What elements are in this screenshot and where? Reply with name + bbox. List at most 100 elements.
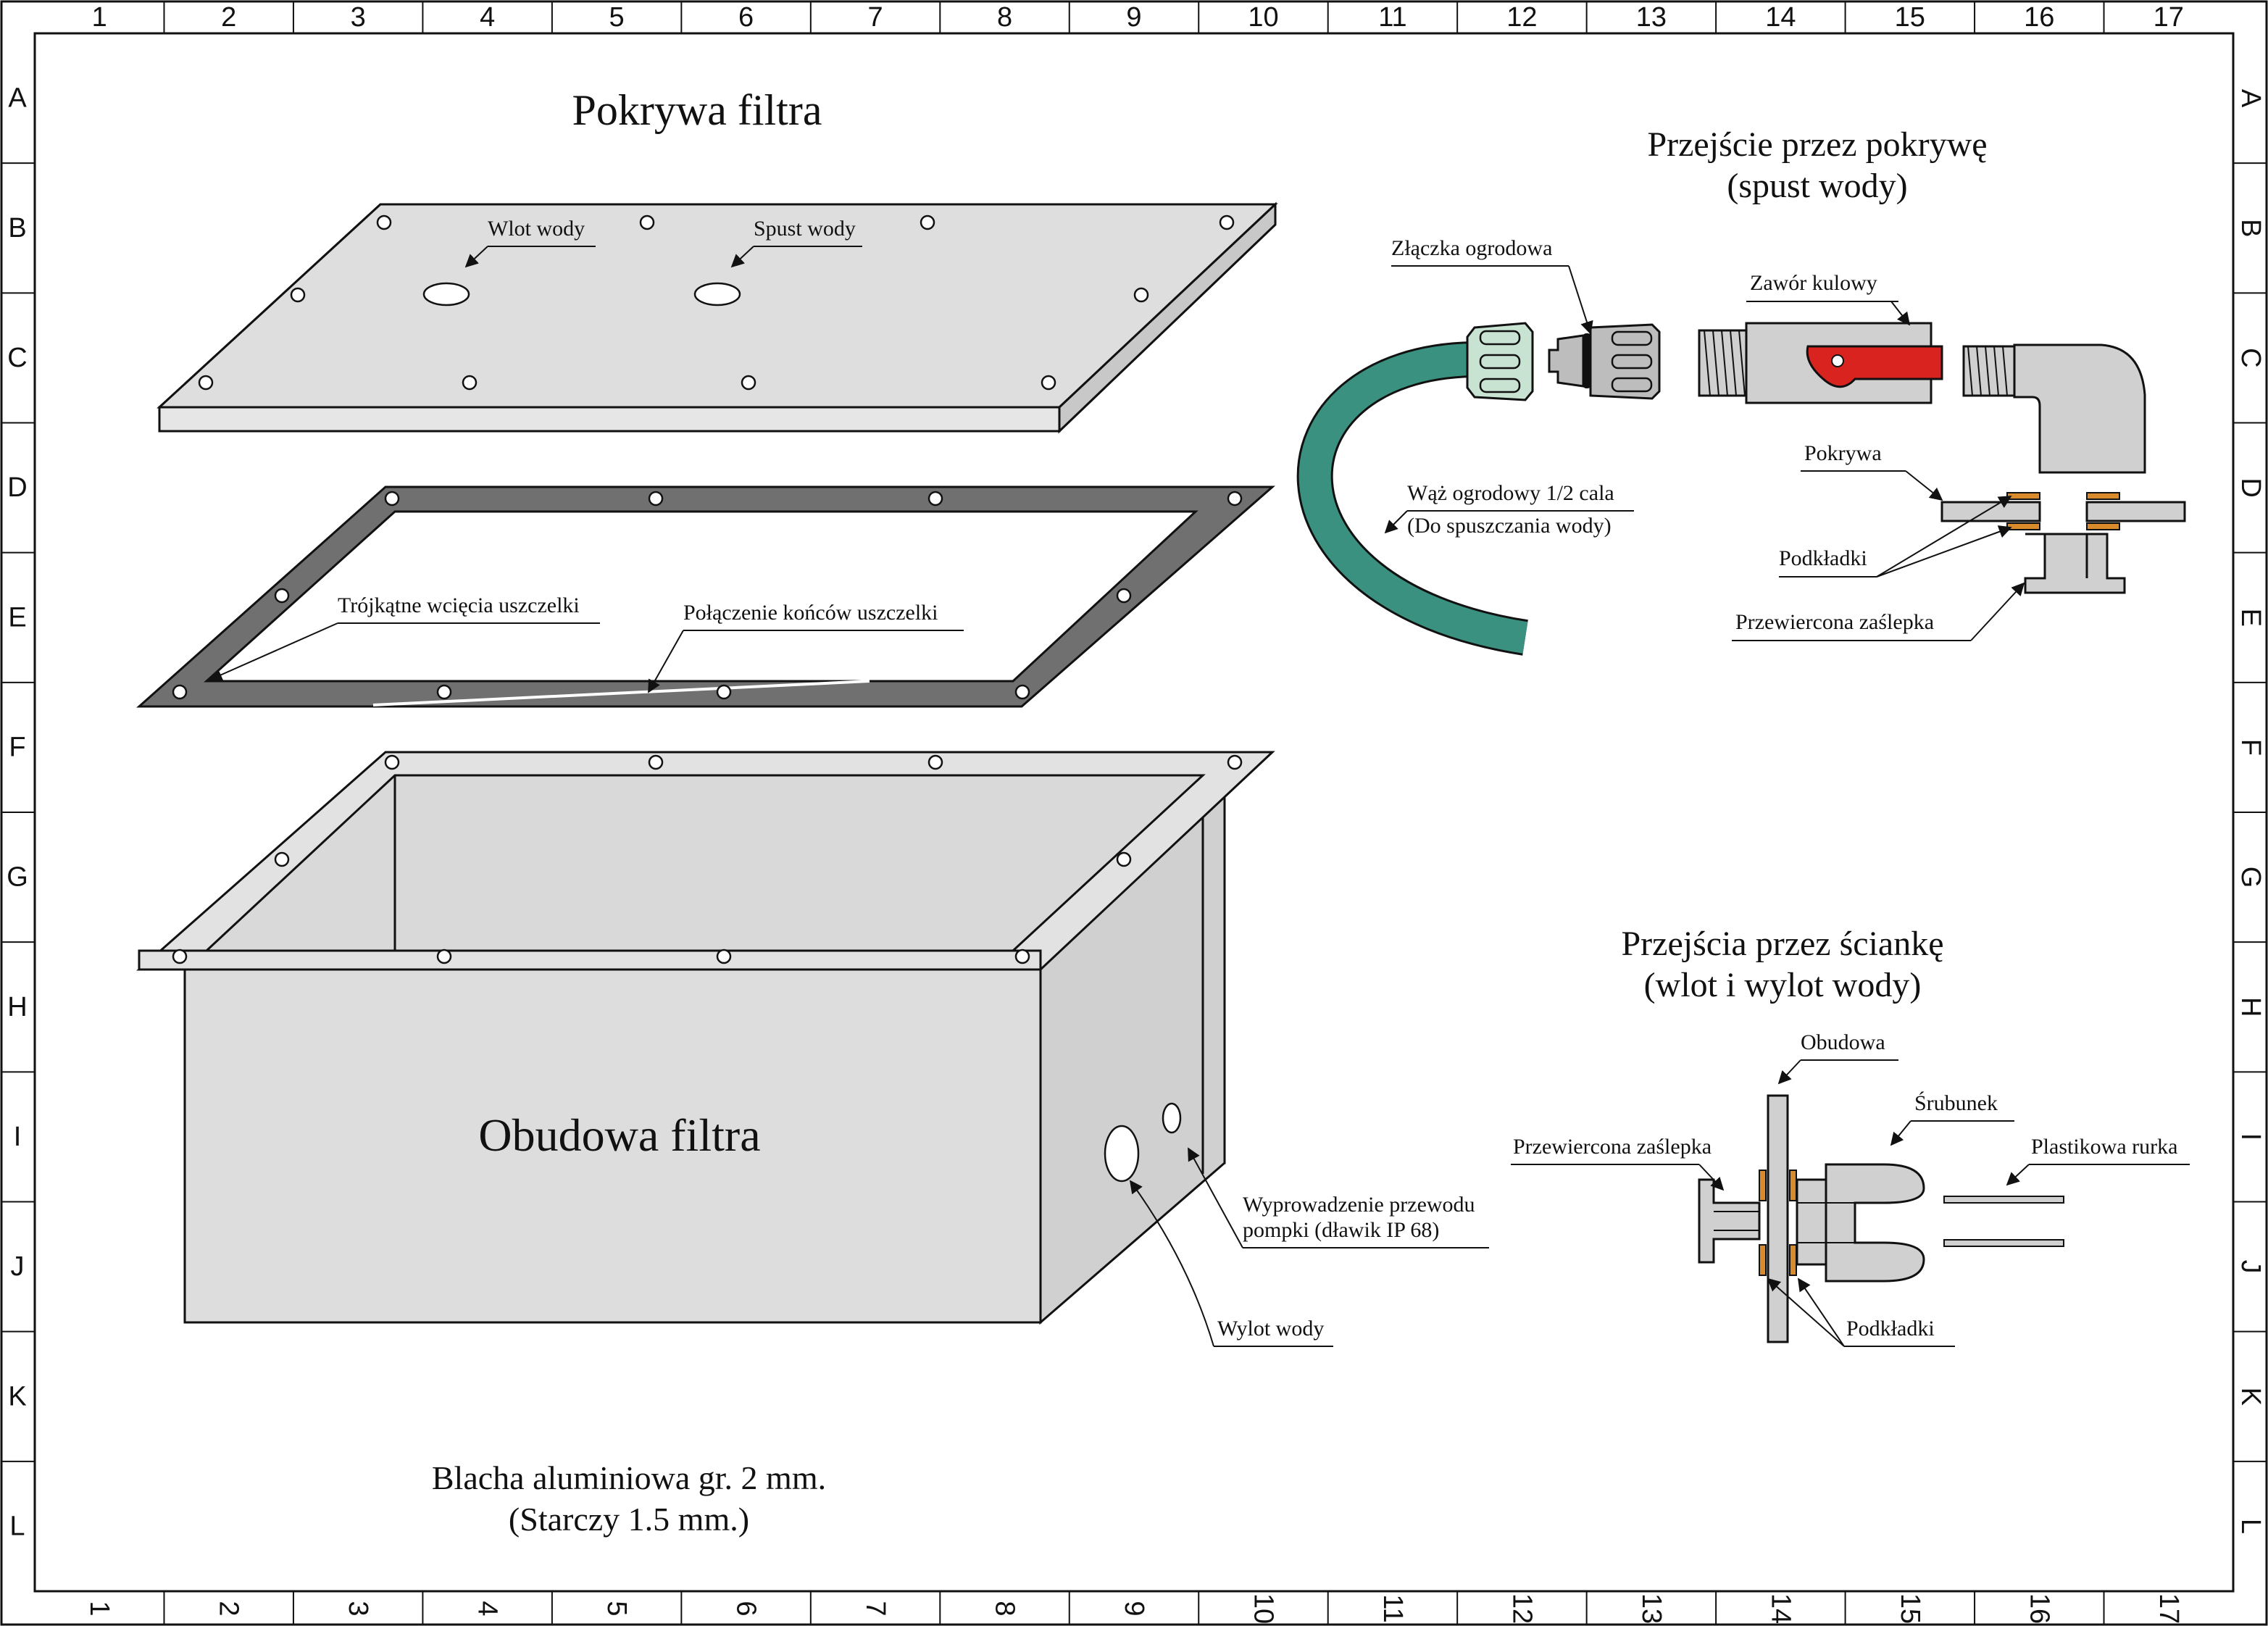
wall-section <box>1767 1094 1789 1343</box>
filter-lid: Pokrywa filtra Wlot wody Spust wody <box>157 86 1278 434</box>
lid-section <box>1940 492 2186 594</box>
grid-row-label-left: A <box>8 83 27 114</box>
grid-row-label-left: C <box>7 343 27 373</box>
gasket-notches-label: Trójkątne wcięcia uszczelki <box>338 593 580 617</box>
grid-row-label-right: F <box>2235 739 2266 756</box>
hose-label-2: (Do spuszczania wody) <box>1407 514 1612 538</box>
grid-column-label-bottom: 9 <box>1119 1601 1149 1616</box>
ball-valve <box>1698 322 1943 404</box>
grid-column-label-bottom: 15 <box>1895 1593 1925 1624</box>
grid-column-label-top: 6 <box>738 2 754 33</box>
grid-row-label-right: K <box>2235 1388 2266 1406</box>
grid-column-label-bottom: 1 <box>84 1601 114 1616</box>
grid-column-label-top: 4 <box>480 2 495 33</box>
grid-column-label-top: 9 <box>1126 2 1141 33</box>
lid-inlet-label: Wlot wody <box>488 217 585 241</box>
grid-row-label-right: L <box>2235 1519 2266 1534</box>
grid-column-label-bottom: 10 <box>1248 1593 1278 1624</box>
grid-column-label-bottom: 13 <box>1636 1593 1667 1624</box>
housing-cable-hole <box>1162 1102 1182 1134</box>
pass-cap-label: Przewiercona zaślepka <box>1735 610 1934 634</box>
material-note-2: (Starczy 1.5 mm.) <box>509 1501 749 1538</box>
lid-title: Pokrywa filtra <box>572 86 822 134</box>
housing-cable-label-2: pompki (dławik IP 68) <box>1243 1218 1439 1242</box>
lid-drain-hole <box>693 282 741 307</box>
grid-row-label-right: A <box>2235 89 2266 108</box>
grid-column-label-top: 10 <box>1248 2 1278 33</box>
grid-column-label-top: 2 <box>221 2 236 33</box>
grid-column-label-bottom: 17 <box>2154 1593 2184 1624</box>
grid-column-label-top: 11 <box>1378 2 1406 33</box>
grid-row-label-right: J <box>2235 1260 2266 1274</box>
grid-column-label-bottom: 4 <box>472 1601 503 1616</box>
grid-column-label-top: 17 <box>2154 2 2184 33</box>
grid-column-label-top: 3 <box>351 2 366 33</box>
grid-column-label-bottom: 3 <box>343 1601 373 1616</box>
grid-row-label-right: C <box>2235 348 2266 367</box>
grid-column-label-bottom: 5 <box>601 1601 632 1616</box>
housing-cable-label-1: Wyprowadzenie przewodu <box>1243 1193 1475 1217</box>
lid-drain-label: Spust wody <box>754 217 856 241</box>
grid-column-label-top: 7 <box>867 2 883 33</box>
grid-row-label-right: D <box>2235 478 2266 497</box>
pass-lid-label: Pokrywa <box>1804 441 1882 465</box>
wall-housing-label: Obudowa <box>1801 1030 1885 1054</box>
connector-label: Złączka ogrodowa <box>1391 236 1552 260</box>
pass-washers-label: Podkładki <box>1779 546 1867 570</box>
wall-passage-title-1: Przejścia przez ściankę <box>1621 925 1943 963</box>
wall-passage-title-2: (wlot i wylot wody) <box>1644 966 1922 1004</box>
grid-column-label-top: 5 <box>609 2 625 33</box>
grid-column-label-top: 12 <box>1506 2 1537 33</box>
gasket: Trójkątne wcięcia uszczelki Połączenie k… <box>136 485 1275 708</box>
grid-row-label-left: D <box>7 472 27 503</box>
grid-row-label-left: E <box>8 602 26 633</box>
grid-column-label-bottom: 12 <box>1506 1593 1537 1624</box>
grid-row-label-left: L <box>9 1511 25 1541</box>
lid-inlet-hole <box>422 282 470 307</box>
wall-passage-detail: Przejścia przez ściankę (wlot i wylot wo… <box>1511 925 2190 1347</box>
wall-tube-label: Plastikowa rurka <box>2031 1135 2177 1159</box>
lid-passage-title-1: Przejście przez pokrywę <box>1647 125 1987 164</box>
grid-row-label-right: I <box>2235 1133 2266 1141</box>
wall-nut-label: Śrubunek <box>1914 1091 1998 1115</box>
lid-passage-title-2: (spust wody) <box>1727 167 1907 205</box>
grid-column-label-top: 13 <box>1636 2 1667 33</box>
grid-column-label-bottom: 7 <box>860 1601 891 1616</box>
grid-column-label-bottom: 11 <box>1377 1594 1408 1622</box>
grid-row-label-left: K <box>8 1381 26 1412</box>
grid-row-label-right: B <box>2235 219 2266 237</box>
garden-connector <box>1466 322 1661 401</box>
housing-title: Obudowa filtra <box>478 1109 760 1161</box>
grid-column-label-bottom: 16 <box>2024 1593 2054 1624</box>
plastic-tube <box>1943 1196 2064 1204</box>
grid-column-label-bottom: 8 <box>990 1601 1020 1616</box>
elbow-fitting <box>1962 343 2146 474</box>
grid-column-label-bottom: 2 <box>214 1601 244 1616</box>
grid-column-label-top: 8 <box>997 2 1012 33</box>
grid-row-label-left: H <box>7 992 27 1022</box>
grid-row-label-left: G <box>7 862 28 893</box>
wall-washers-label: Podkładki <box>1846 1317 1935 1341</box>
grid-column-label-top: 14 <box>1765 2 1796 33</box>
grid-column-label-bottom: 14 <box>1765 1593 1796 1624</box>
grid-row-label-right: G <box>2235 867 2266 888</box>
material-note-1: Blacha aluminiowa gr. 2 mm. <box>432 1459 826 1496</box>
lid-passage-detail: Przejście przez pokrywę (spust wody) Złą… <box>1296 125 2186 656</box>
grid-column-label-bottom: 6 <box>731 1601 762 1616</box>
grid-row-label-right: E <box>2235 609 2266 627</box>
filter-housing: Obudowa filtra Wyprowadzenie przewodu po… <box>136 751 1489 1347</box>
grid-column-label-top: 1 <box>92 2 107 33</box>
grid-column-label-top: 16 <box>2024 2 2054 33</box>
gasket-joint-label: Połączenie końców uszczelki <box>683 601 938 625</box>
housing-outlet-hole <box>1104 1125 1140 1183</box>
grid-row-label-left: J <box>11 1251 25 1282</box>
hose-label-1: Wąż ogrodowy 1/2 cala <box>1407 481 1614 505</box>
valve-label: Zawór kulowy <box>1750 271 1877 295</box>
grid-column-label-top: 15 <box>1895 2 1925 33</box>
housing-outlet-label: Wylot wody <box>1217 1317 1324 1341</box>
grid-row-label-left: I <box>14 1122 22 1152</box>
wall-cap-label: Przewiercona zaślepka <box>1513 1135 1712 1159</box>
grid-row-label-right: H <box>2235 997 2266 1017</box>
